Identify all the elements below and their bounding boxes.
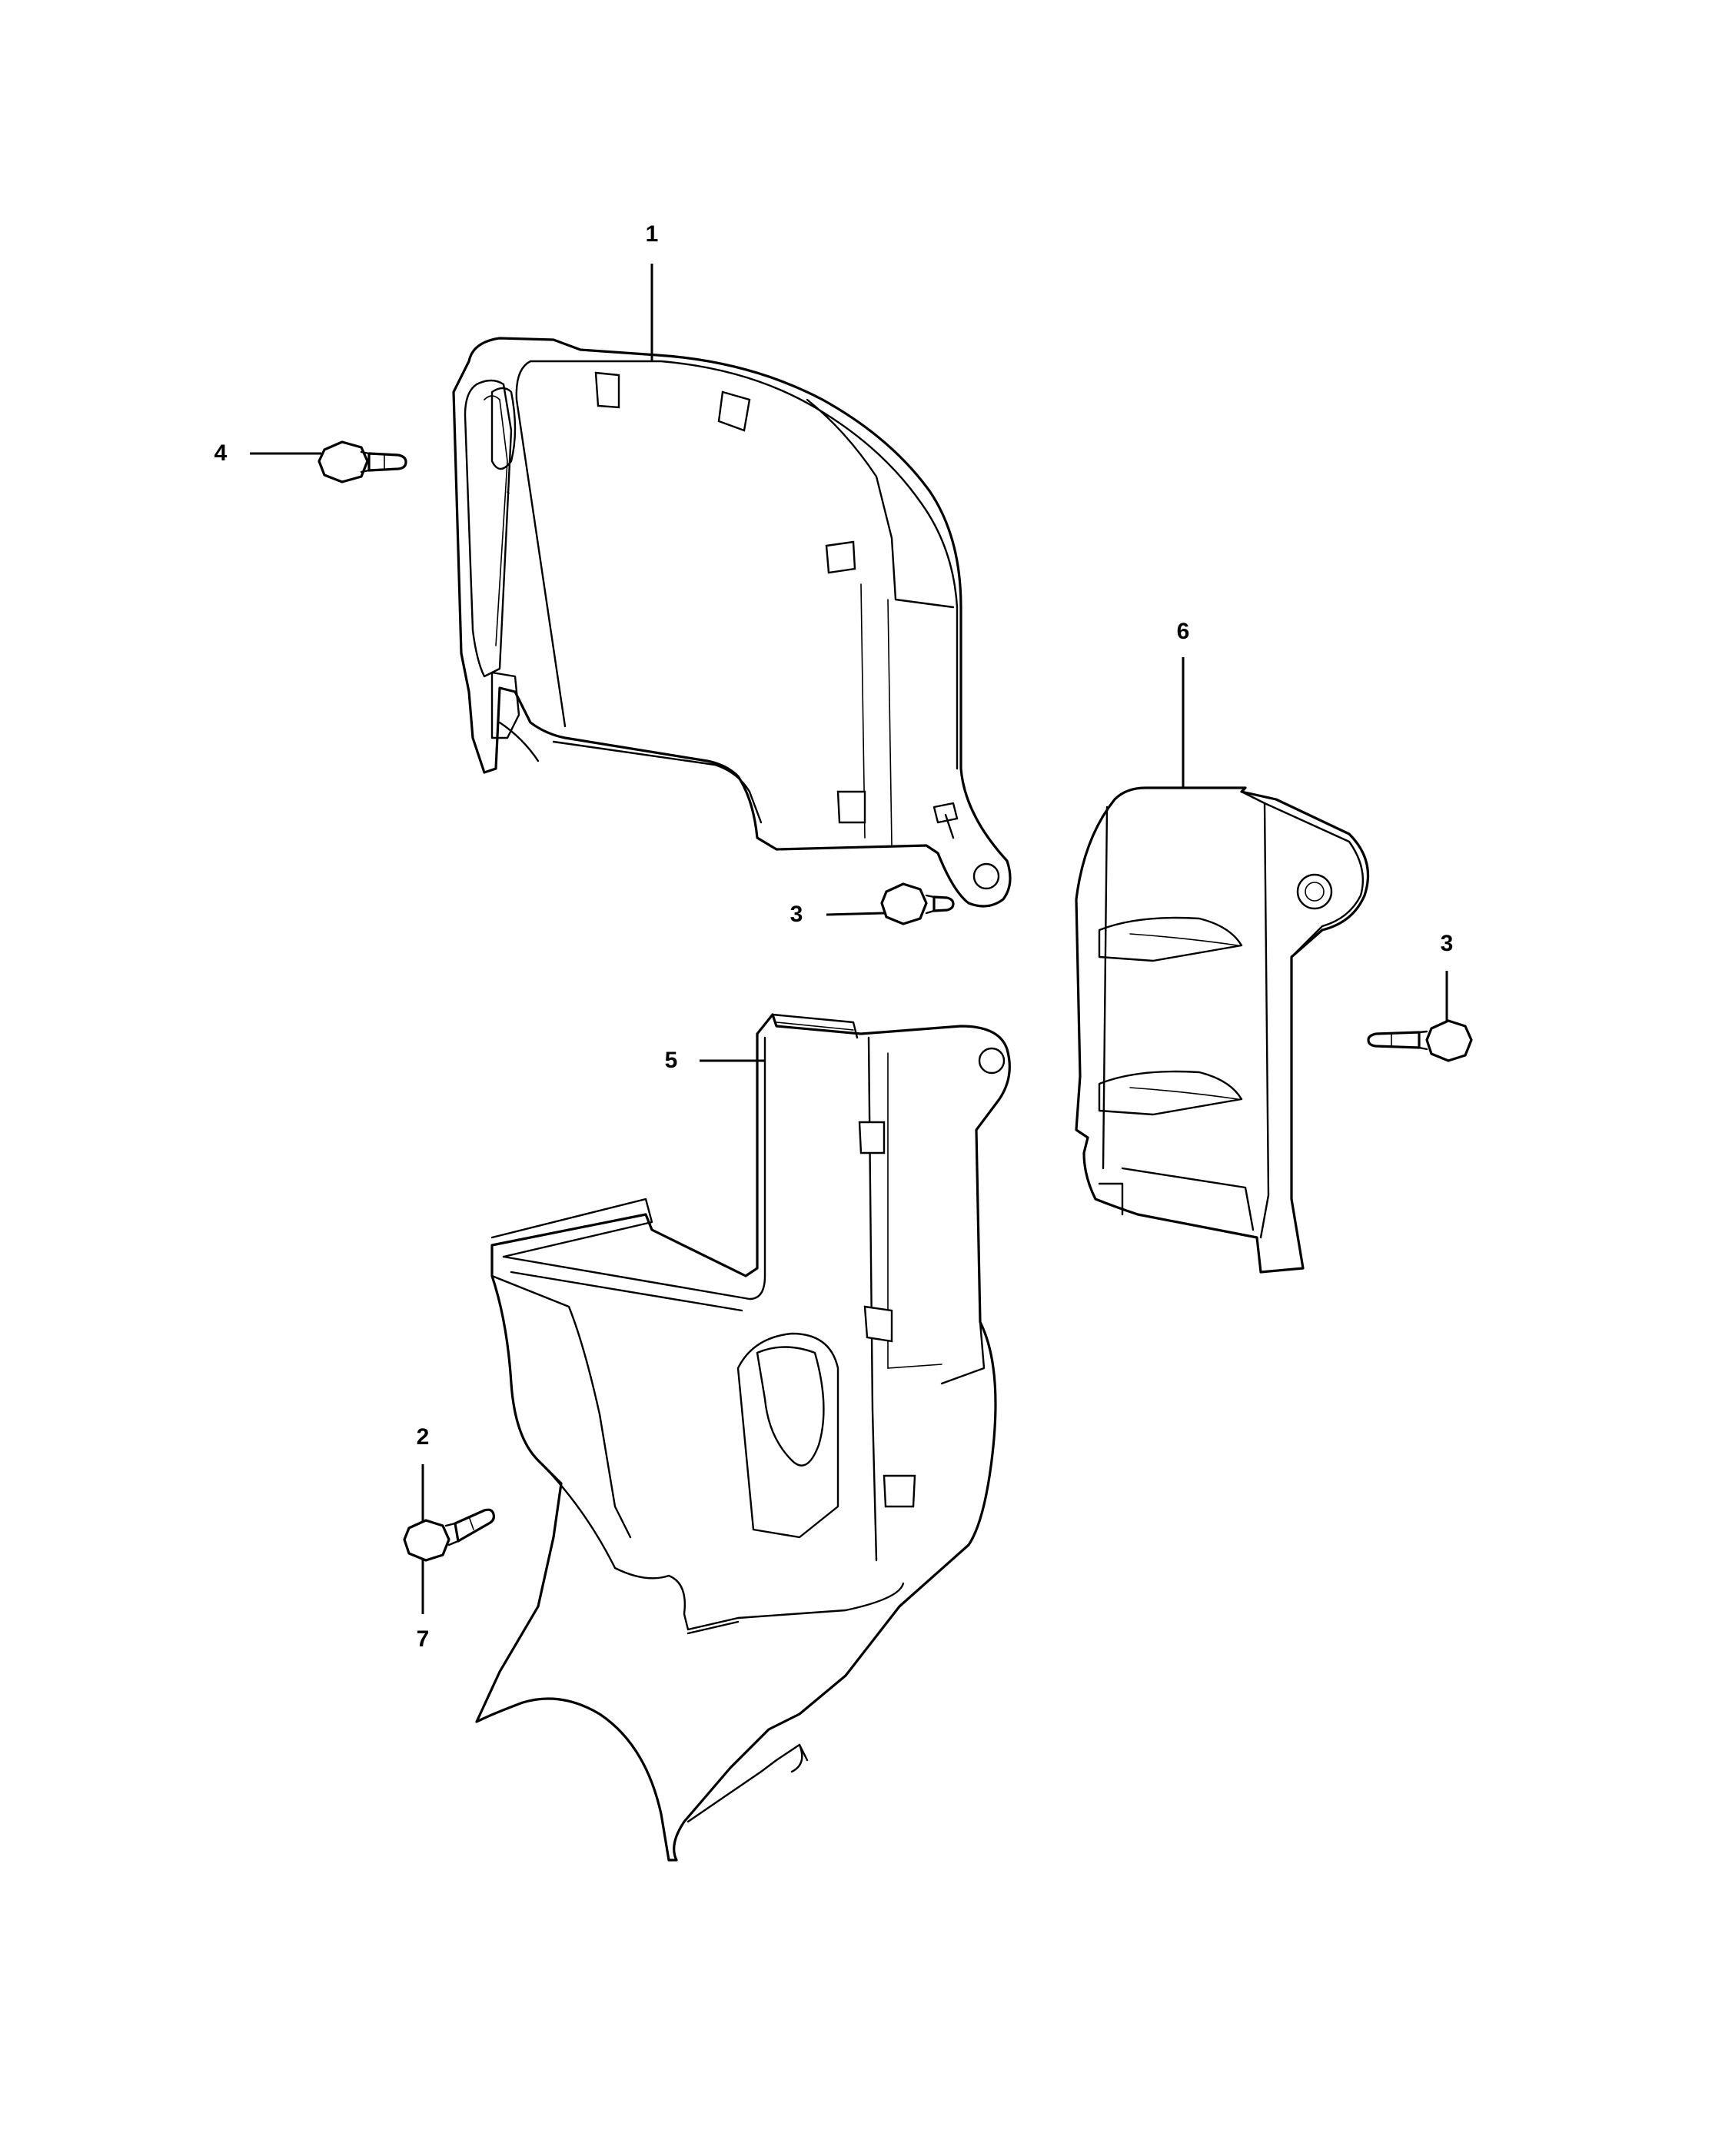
bolt-part-4 <box>317 440 407 483</box>
bolt-part-3-upper <box>880 882 955 925</box>
callout-1: 1 <box>645 221 659 247</box>
callout-4: 4 <box>214 440 228 466</box>
callout-2: 2 <box>416 1424 430 1450</box>
side-cover-part-6 <box>1075 786 1370 1274</box>
callout-5: 5 <box>664 1048 678 1073</box>
leader-lines <box>250 264 1448 1614</box>
lower-cover-part-5 <box>475 1013 1011 1862</box>
bolt-part-2-7 <box>403 1508 495 1562</box>
callout-3-right: 3 <box>1440 931 1454 956</box>
callout-7: 7 <box>416 1626 430 1652</box>
bolt-part-3-right <box>1367 1019 1473 1062</box>
callout-3-upper: 3 <box>790 902 803 927</box>
callout-6: 6 <box>1176 619 1190 644</box>
upper-cover-part-1 <box>452 337 1012 908</box>
